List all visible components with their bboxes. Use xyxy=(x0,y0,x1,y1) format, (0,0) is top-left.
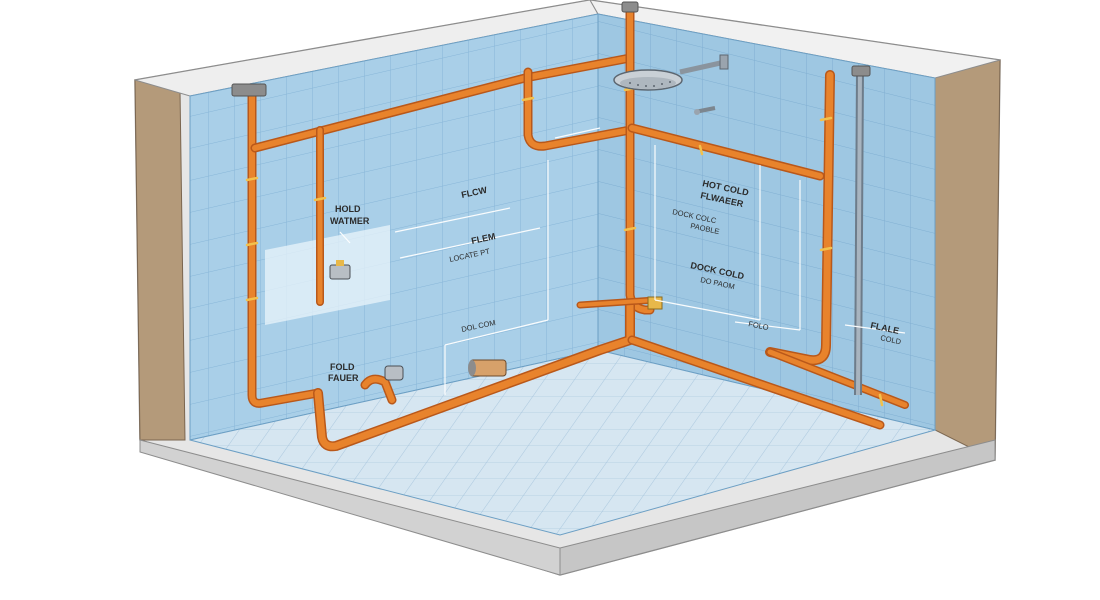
svg-text:WATMER: WATMER xyxy=(330,216,370,226)
valve-icon xyxy=(694,106,716,115)
pipe-cap-left xyxy=(231,83,267,97)
shower-head-icon xyxy=(613,54,729,91)
left-wall-section xyxy=(134,79,186,441)
floor-tiles xyxy=(189,349,937,536)
valve-icon xyxy=(329,260,351,280)
svg-text:FAUER: FAUER xyxy=(328,373,359,383)
frosted-panel xyxy=(265,225,390,325)
label-flow-mid: FLEM xyxy=(470,231,496,246)
drain-vent-pipe xyxy=(854,69,864,396)
pipe-cap-right xyxy=(851,65,871,77)
label-right-low: FOLO xyxy=(748,319,770,332)
valve-icon xyxy=(384,365,404,381)
pipe-cap-corner xyxy=(621,1,639,13)
label-hot-water: HOLD xyxy=(335,204,361,214)
copper-pipes xyxy=(245,3,909,452)
annotation-lines xyxy=(339,127,906,395)
right-wall-section xyxy=(934,59,1001,461)
floor-slab-edge-right xyxy=(559,439,996,576)
label-left-low: FOLD xyxy=(330,362,355,372)
valve-icon xyxy=(468,359,507,377)
svg-text:COLD: COLD xyxy=(880,333,903,346)
